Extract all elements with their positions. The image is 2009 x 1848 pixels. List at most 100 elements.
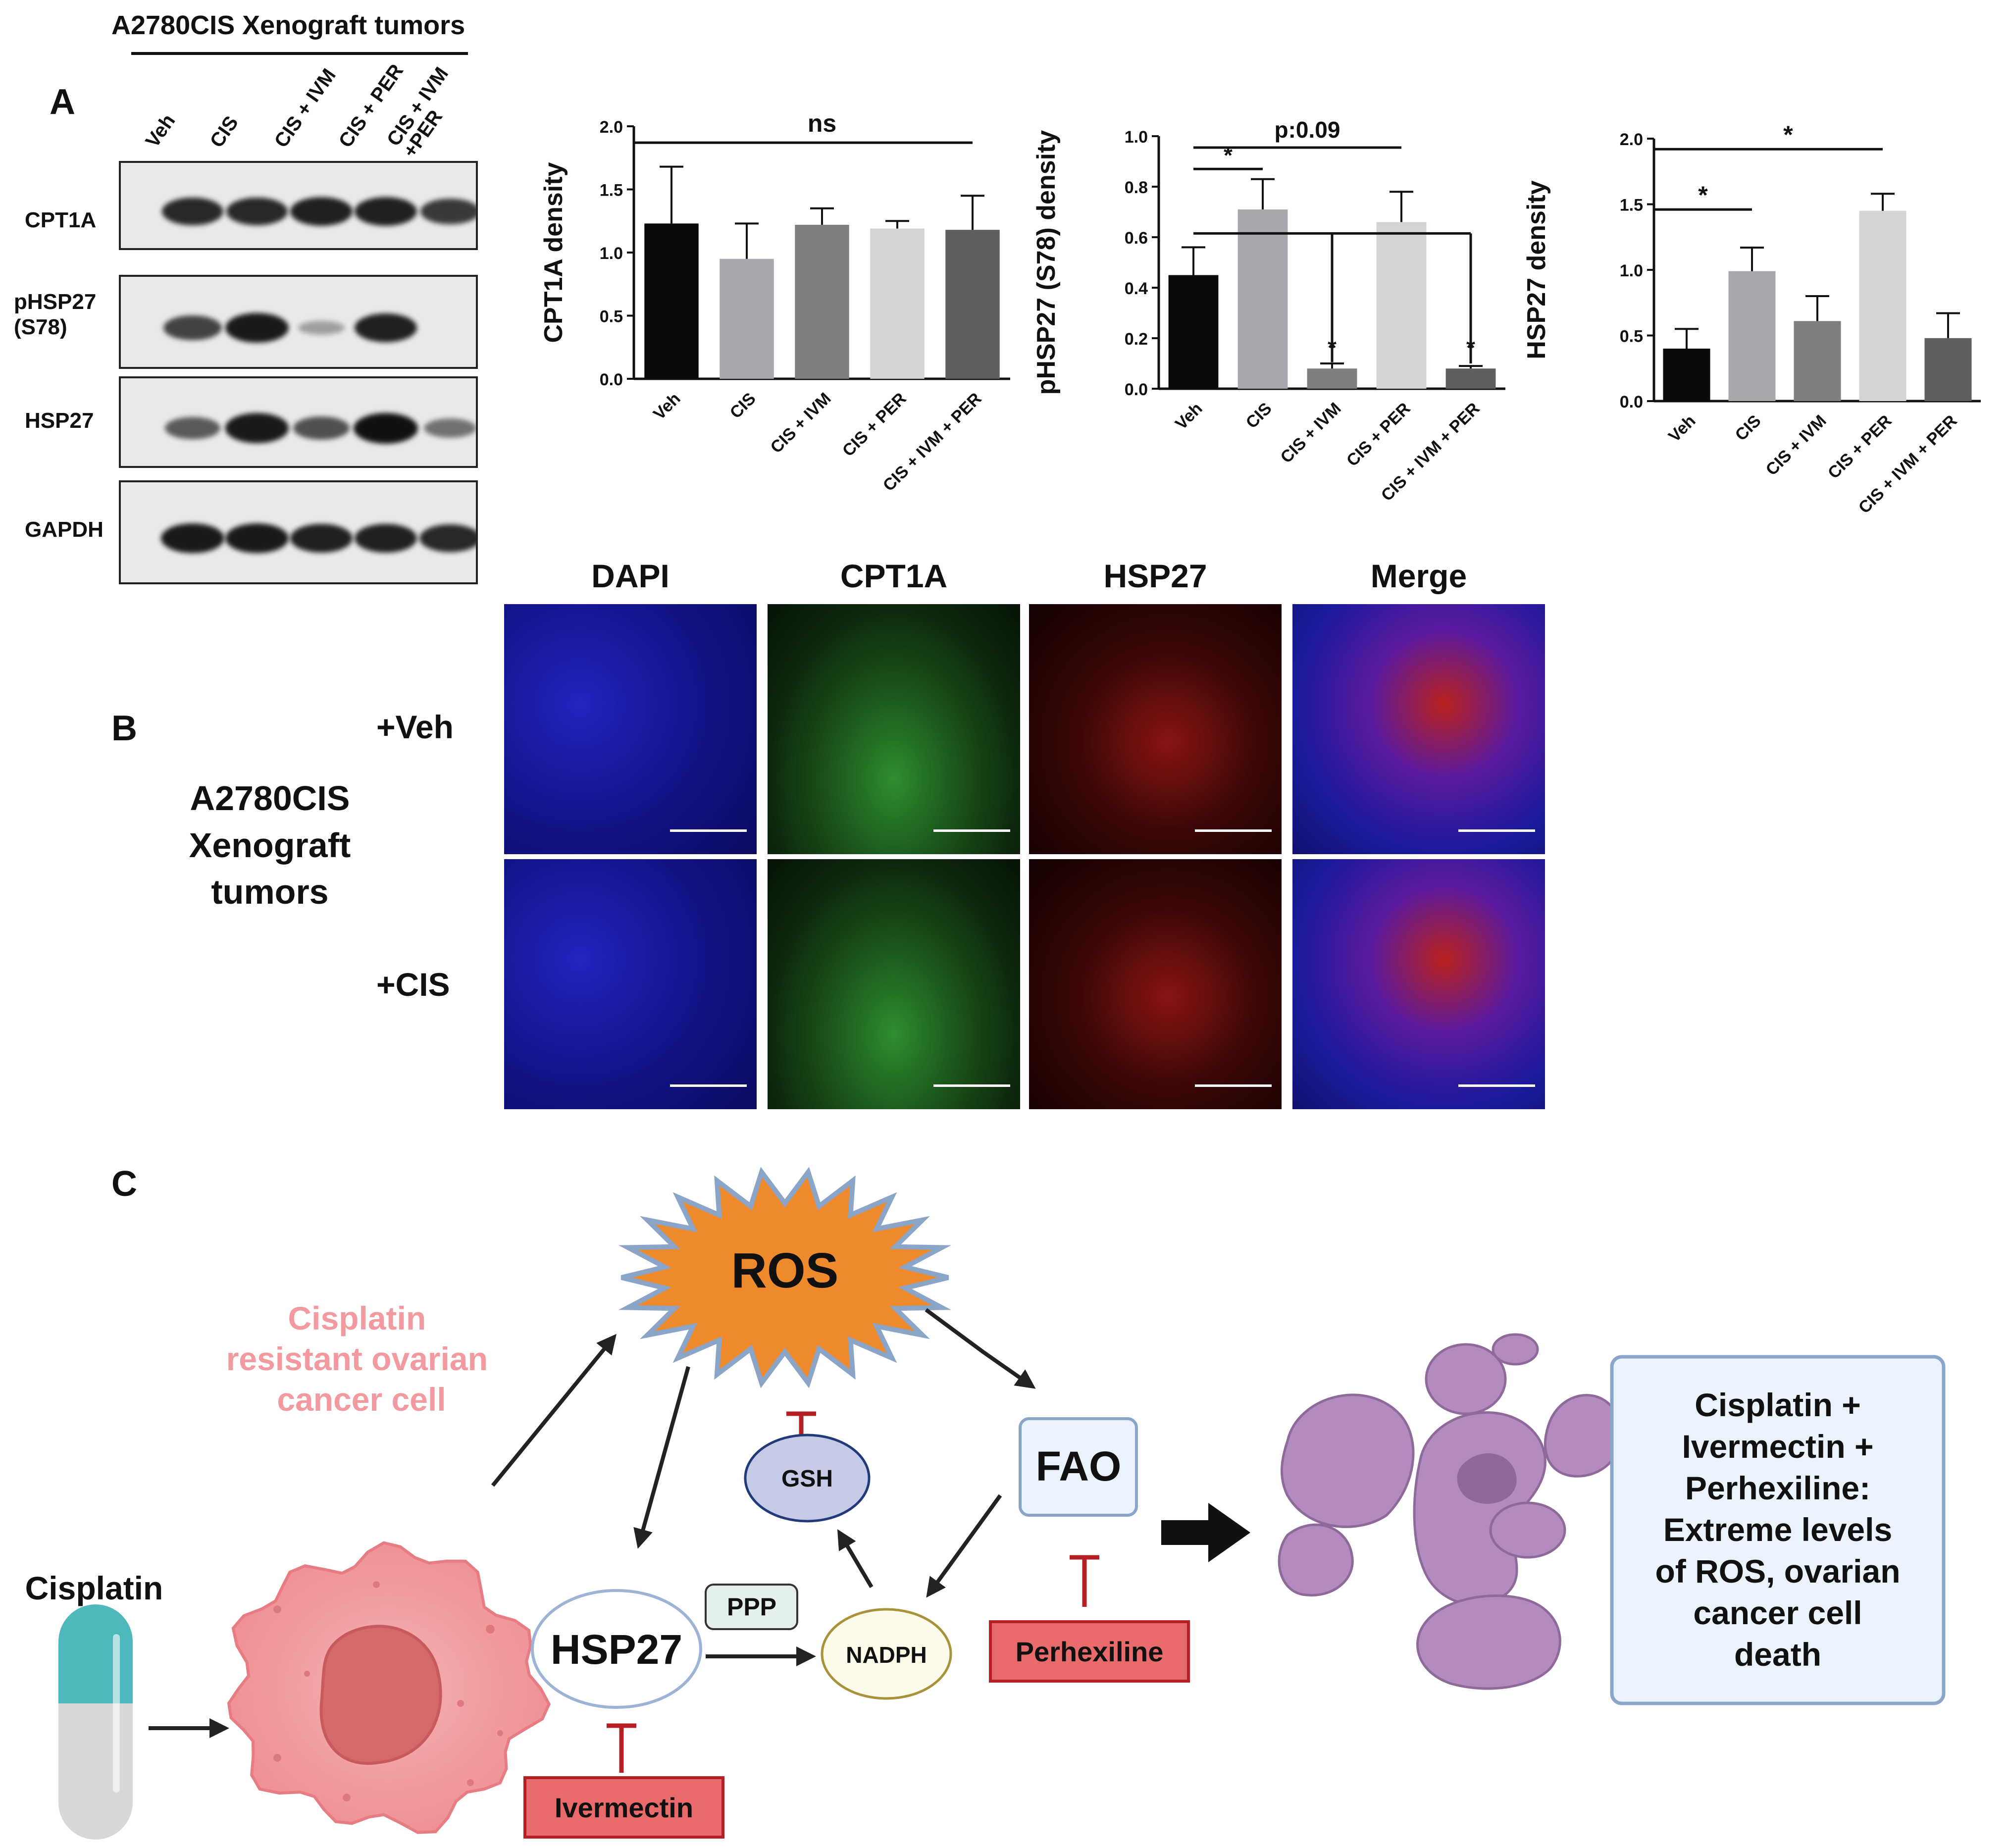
annotation: p:0.09 xyxy=(1275,117,1340,143)
y-tick-label: 1.0 xyxy=(1620,261,1643,280)
x-tick-label: CIS + IVM xyxy=(1277,399,1345,467)
bar xyxy=(720,258,774,379)
x-tick-label: CIS xyxy=(1242,399,1276,432)
blot-band xyxy=(225,523,289,554)
if-image-tile xyxy=(1292,859,1545,1109)
if-image-tile xyxy=(1292,604,1545,854)
annotation: * xyxy=(1224,142,1233,168)
bar xyxy=(1307,368,1357,389)
cell-label: Cisplatin resistant ovarian cancer cell xyxy=(226,1300,497,1418)
y-tick-label: 1.0 xyxy=(600,244,623,263)
fao-label: FAO xyxy=(1036,1443,1122,1489)
y-tick-label: 2.0 xyxy=(1620,130,1643,149)
panel-c-letter: C xyxy=(111,1164,137,1204)
if-image-tile xyxy=(1029,859,1282,1109)
outcome-text: Cisplatin +Ivermectin +Perhexiline:Extre… xyxy=(1655,1386,1900,1673)
blot-label: HSP27 xyxy=(25,409,94,433)
bar xyxy=(1794,321,1841,401)
y-tick-label: 0.8 xyxy=(1125,178,1148,197)
blot-band xyxy=(225,413,289,443)
blot-band xyxy=(163,315,222,341)
bar xyxy=(1859,210,1906,401)
ros-label: ROS xyxy=(731,1243,839,1298)
blot-membrane xyxy=(119,376,478,468)
blot-label: pHSP27 (S78) xyxy=(14,290,97,339)
blot-band xyxy=(162,197,223,226)
bar xyxy=(1924,338,1972,401)
bar xyxy=(1445,368,1496,389)
y-tick-label: 1.0 xyxy=(1125,128,1148,147)
blot-band xyxy=(293,416,350,440)
y-axis-label: HSP27 density xyxy=(1522,180,1551,359)
annotation: * xyxy=(1698,181,1708,209)
if-image-tile xyxy=(504,859,757,1109)
x-tick-label: Veh xyxy=(650,389,684,424)
bar xyxy=(870,228,925,379)
blot-band xyxy=(355,523,417,553)
hsp27-node-label: HSP27 xyxy=(551,1626,682,1673)
ros-starburst: ROS xyxy=(618,1167,952,1388)
x-tick-label: Veh xyxy=(1665,411,1700,446)
blot-label: GAPDH xyxy=(25,517,103,542)
lane-label: CIS + IVM xyxy=(270,64,340,152)
bar xyxy=(795,224,849,379)
x-tick-label: CIS + IVM xyxy=(1762,411,1830,479)
scale-bar xyxy=(933,829,1010,832)
y-tick-label: 0.2 xyxy=(1125,330,1148,349)
bar xyxy=(644,223,699,379)
x-tick-label: CIS + PER xyxy=(1824,411,1896,483)
if-image-tile xyxy=(768,859,1020,1109)
scale-bar xyxy=(933,1084,1010,1087)
x-tick-label: CIS xyxy=(726,389,760,422)
cisplatin-capsule-icon xyxy=(58,1604,133,1840)
x-tick-label: CIS + PER xyxy=(1343,399,1414,470)
if-image-tile xyxy=(768,604,1020,854)
annotation: ns xyxy=(808,109,836,137)
annotation: * xyxy=(1783,121,1793,149)
bar xyxy=(1237,209,1288,389)
blot-band xyxy=(225,312,289,343)
bar xyxy=(1376,222,1427,389)
blot-membrane xyxy=(119,275,478,369)
y-axis-label: CPT1A density xyxy=(539,162,568,343)
if-column-title: DAPI xyxy=(591,558,670,594)
perhexiline-label: Perhexiline xyxy=(1016,1636,1164,1667)
blot-header-line xyxy=(131,52,468,55)
blot-band xyxy=(419,524,476,553)
y-tick-label: 0.0 xyxy=(1125,380,1148,399)
if-row-label: +Veh xyxy=(376,709,454,745)
bar xyxy=(1663,349,1710,401)
x-tick-label: Veh xyxy=(1172,399,1206,434)
panel-a-letter: A xyxy=(50,82,75,122)
panel-b-letter: B xyxy=(111,709,137,748)
scale-bar xyxy=(1458,1084,1535,1087)
bar xyxy=(1728,271,1776,401)
gsh-label: GSH xyxy=(781,1466,833,1492)
blot-band xyxy=(424,418,476,438)
y-tick-label: 0.5 xyxy=(600,308,623,326)
blot-membrane xyxy=(119,161,478,250)
nadph-label: NADPH xyxy=(846,1642,927,1668)
bar xyxy=(945,230,1000,379)
y-tick-label: 0.0 xyxy=(1620,393,1643,411)
ppp-label: PPP xyxy=(727,1593,776,1621)
y-tick-label: 2.0 xyxy=(600,118,623,137)
blot-band xyxy=(165,417,220,439)
scale-bar xyxy=(1458,829,1535,832)
blot-membrane xyxy=(119,480,478,584)
y-tick-label: 1.5 xyxy=(1620,196,1643,215)
blot-band xyxy=(290,523,353,553)
y-tick-label: 1.5 xyxy=(600,181,623,200)
blot-band xyxy=(355,197,417,226)
x-tick-label: CIS + PER xyxy=(839,389,910,461)
x-tick-label: CIS xyxy=(1732,411,1765,445)
panel-b-side-label: A2780CIS Xenograft tumors xyxy=(189,779,351,911)
blot-band xyxy=(161,523,224,554)
cancer-cell-icon xyxy=(227,1541,551,1834)
scale-bar xyxy=(670,829,747,832)
y-tick-label: 0.4 xyxy=(1125,279,1148,298)
blot-label: CPT1A xyxy=(25,208,97,232)
